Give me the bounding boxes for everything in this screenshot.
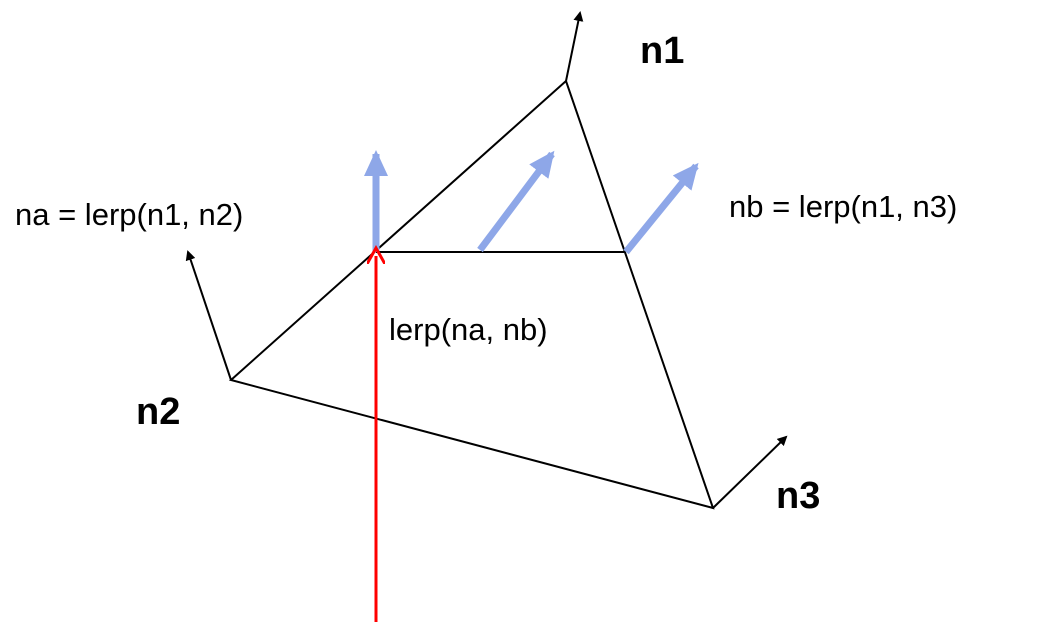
label-n3: n3 [776, 475, 820, 517]
label-nb: nb = lerp(n1, n3) [729, 189, 957, 224]
label-lerp-na-nb: lerp(na, nb) [389, 312, 548, 347]
normal-n1-arrow [565, 11, 584, 82]
triangle [228, 79, 715, 510]
label-n2: n2 [136, 391, 180, 433]
label-n1: n1 [640, 30, 684, 72]
normal-n2-arrow [185, 250, 232, 381]
normal-n3-arrow [712, 435, 788, 509]
interpolated-normal-mid-arrow [477, 150, 555, 253]
label-na: na = lerp(n1, n2) [15, 197, 243, 232]
interpolated-normal-nb-arrow [623, 162, 699, 255]
